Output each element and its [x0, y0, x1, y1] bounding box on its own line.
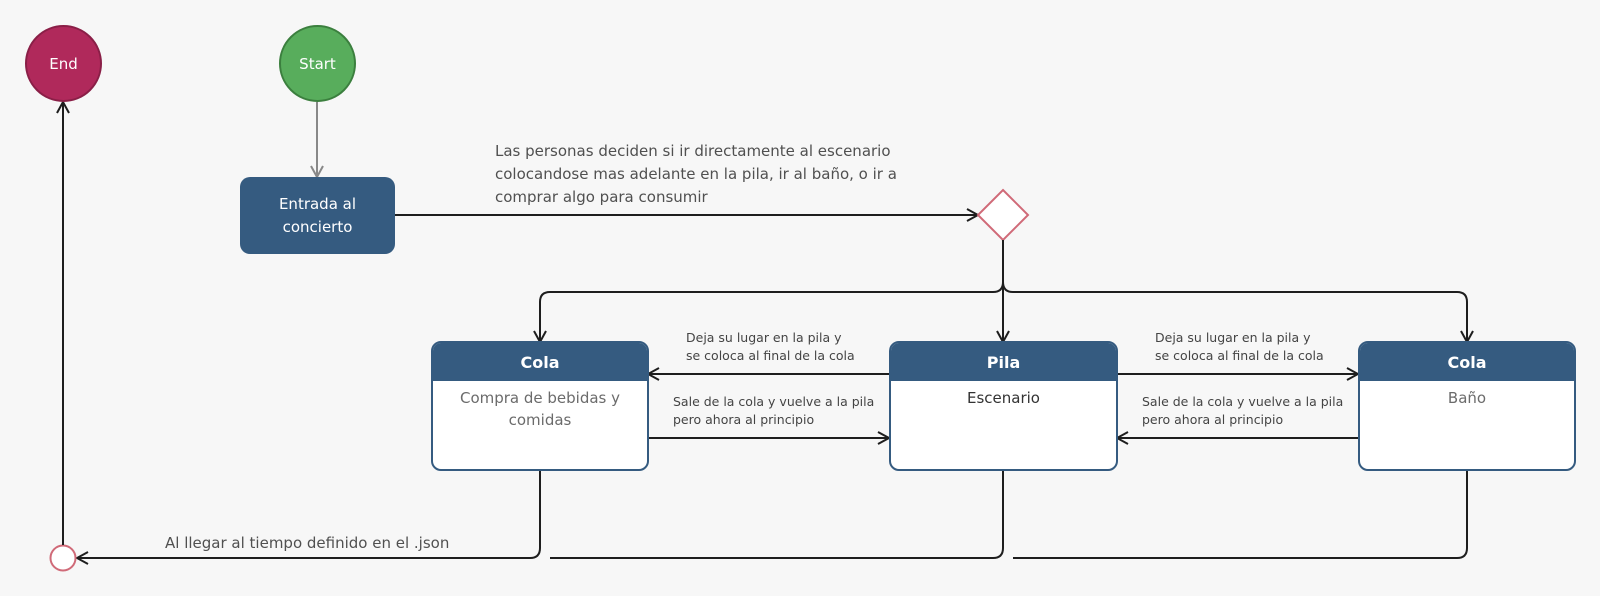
state-cola-bano: Cola Baño — [1358, 341, 1576, 471]
decision-diamond — [976, 188, 1030, 242]
state-header: Pila — [891, 343, 1116, 381]
edge-pila-exit — [550, 470, 1004, 559]
state-pila-escenario: Pila Escenario — [889, 341, 1118, 471]
state-header: Cola — [1360, 343, 1574, 381]
state-body: Escenario — [967, 389, 1040, 407]
entrada-label: Entrada al concierto — [278, 194, 357, 236]
decision-description: Las personas deciden si ir directamente … — [495, 142, 897, 206]
merge-circle — [49, 544, 77, 572]
start-node: Start — [279, 25, 356, 102]
state-body: Baño — [1447, 389, 1487, 407]
edge-cola-left-exit — [77, 470, 541, 558]
end-label: End — [49, 54, 78, 73]
edge-decision-cola-left — [540, 240, 1004, 342]
edge-cola-right-exit — [1013, 470, 1468, 559]
start-label: Start — [299, 54, 336, 73]
label-pila-to-cola-left: Deja su lugar en la pila y se coloca al … — [686, 330, 855, 363]
state-cola-comidas: Cola Compra de bebidas y comidas — [431, 341, 649, 471]
state-body: Compra de bebidas y comidas — [459, 389, 621, 429]
end-node: End — [25, 25, 102, 102]
entrada-node: Entrada al concierto — [240, 177, 395, 254]
label-pila-to-cola-right: Deja su lugar en la pila y se coloca al … — [1155, 330, 1324, 363]
edge-decision-cola-right — [1002, 240, 1467, 342]
label-timeout: Al llegar al tiempo definido en el .json — [165, 534, 450, 552]
state-header: Cola — [433, 343, 647, 381]
label-cola-left-to-pila: Sale de la cola y vuelve a la pila pero … — [673, 394, 875, 427]
label-cola-right-to-pila: Sale de la cola y vuelve a la pila pero … — [1142, 394, 1344, 427]
